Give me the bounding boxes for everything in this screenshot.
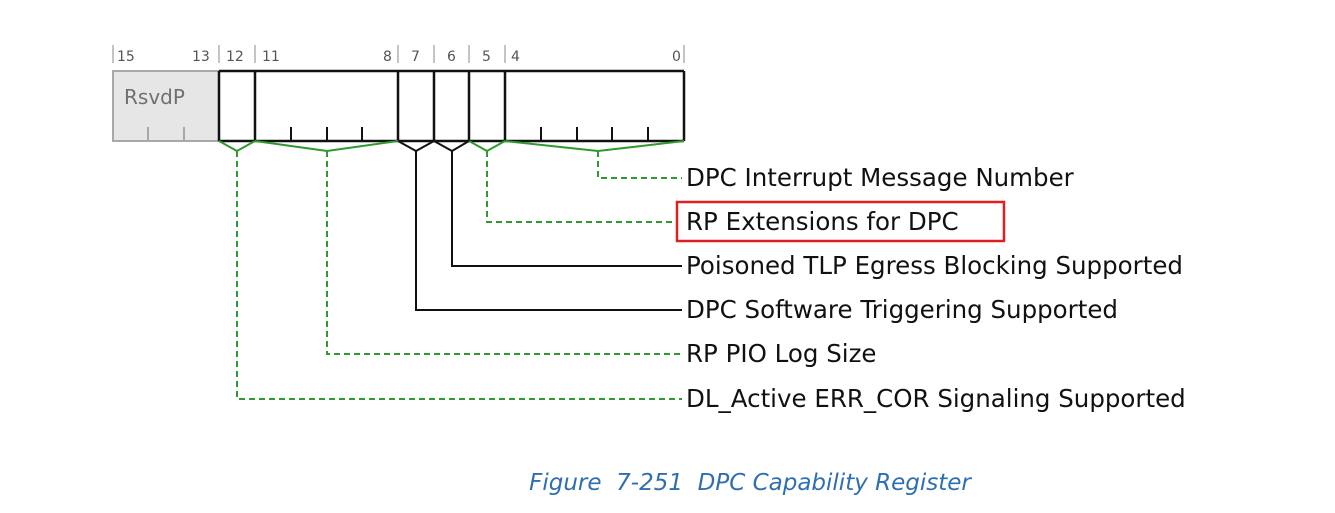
figure-caption: Figure 7-251 DPC Capability Register: [529, 470, 972, 496]
leader-bits-4-0: [504, 140, 685, 179]
leader-bits-11-8: [254, 140, 682, 355]
field-label-dpc-software-triggering: DPC Software Triggering Supported: [686, 295, 1118, 324]
bit-label-13: 13: [192, 49, 210, 65]
bit-label-8: 8: [383, 49, 392, 65]
field-label-poisoned-tlp-egress-blocking: Poisoned TLP Egress Blocking Supported: [686, 251, 1183, 280]
leader-bit-12: [218, 140, 682, 400]
bit-label-15: 15: [117, 49, 135, 65]
bit-separator-ticks: [112, 45, 685, 63]
bit-label-11: 11: [262, 49, 280, 65]
bit-label-4: 4: [511, 49, 520, 65]
bit-label-5: 5: [482, 49, 491, 65]
leader-bit-6: [433, 140, 682, 267]
field-label-rp-pio-log-size: RP PIO Log Size: [686, 339, 877, 368]
bit-label-12: 12: [226, 49, 244, 65]
field-labels: DPC Interrupt Message Number RP Extensio…: [686, 163, 1186, 413]
highlight-box: [675, 200, 1006, 243]
leader-bit-7: [397, 140, 682, 311]
bit-label-0: 0: [672, 49, 681, 65]
bit-label-7: 7: [411, 49, 420, 65]
field-label-dl-active-err-cor: DL_Active ERR_COR Signaling Supported: [686, 384, 1186, 413]
field-label-dpc-interrupt-message-number: DPC Interrupt Message Number: [686, 163, 1075, 192]
reserved-field: RsvdP: [112, 70, 220, 142]
reserved-label: RsvdP: [124, 85, 185, 109]
field-label-rp-extensions-for-dpc: RP Extensions for DPC: [686, 207, 959, 236]
leader-bit-5: [468, 140, 676, 223]
bit-label-6: 6: [447, 49, 456, 65]
register-body: [217, 69, 686, 143]
bit-number-labels: 15 13 12 11 8 7 6 5 4 0: [117, 49, 681, 65]
